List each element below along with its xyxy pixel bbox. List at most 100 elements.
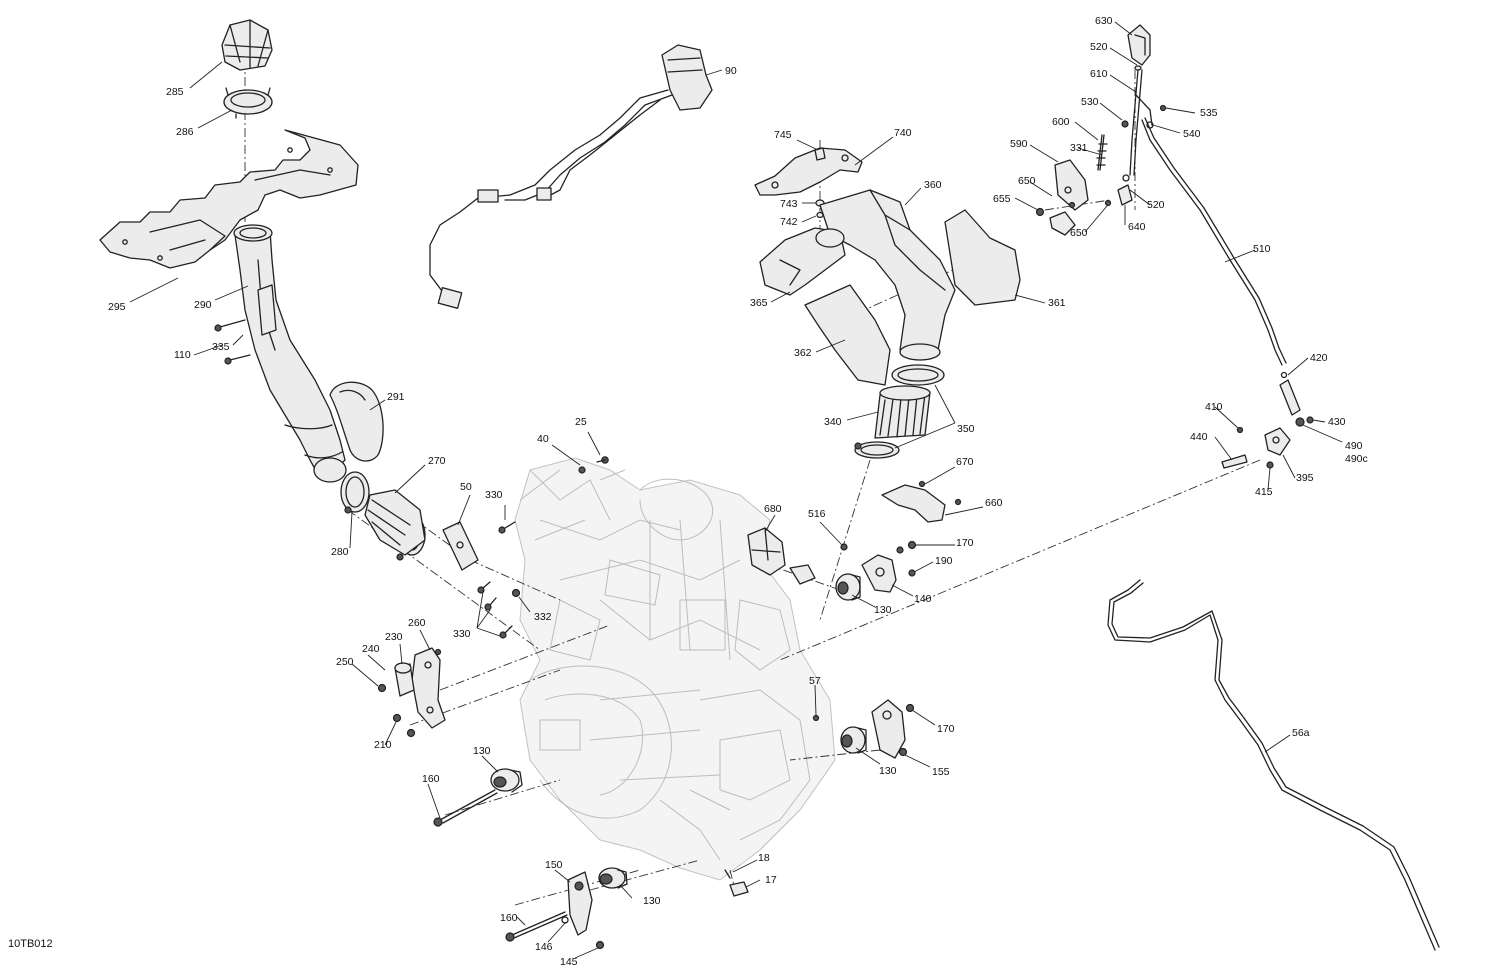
label-18: 18 [758, 852, 770, 864]
label-510: 510 [1253, 243, 1271, 255]
bracket-740 [754, 147, 863, 196]
wiring-harness-90 [429, 44, 713, 309]
vent-hose-56a [1107, 579, 1440, 951]
label-90: 90 [725, 65, 737, 77]
label-155: 155 [932, 766, 950, 778]
label-360: 360 [924, 179, 942, 191]
label-130a: 130 [473, 745, 491, 757]
label-490: 490 [1345, 440, 1363, 452]
label-610: 610 [1090, 68, 1108, 80]
label-190: 190 [935, 555, 953, 567]
drawing-reference-code: 10TB012 [8, 938, 53, 950]
clamp-350-upper [891, 364, 945, 386]
label-17: 17 [765, 874, 777, 886]
label-420: 420 [1310, 352, 1328, 364]
label-295: 295 [108, 301, 126, 313]
shifter-bracket-590 [1049, 159, 1089, 236]
label-745: 745 [774, 129, 792, 141]
boot-291 [329, 381, 384, 462]
label-40: 40 [537, 433, 549, 445]
mount-150-146 [561, 871, 605, 950]
label-520a: 520 [1090, 41, 1108, 53]
airbox-housing-360 [819, 189, 956, 361]
label-361: 361 [1048, 297, 1066, 309]
label-25: 25 [575, 416, 587, 428]
linkage-395-490 [1221, 416, 1314, 469]
label-270: 270 [428, 455, 446, 467]
mount-130-bottom [598, 867, 628, 889]
label-146: 146 [535, 941, 553, 953]
label-330: 330 [485, 489, 503, 501]
plug-17-18 [724, 714, 820, 897]
label-655: 655 [993, 193, 1011, 205]
clamp-286 [223, 87, 273, 119]
bolt-160-upper [433, 789, 498, 827]
mounting-plate-295 [99, 129, 359, 269]
label-440: 440 [1190, 431, 1208, 443]
bracket-680 [747, 527, 816, 585]
label-160a: 160 [422, 773, 440, 785]
label-56a: 56a [1292, 727, 1310, 739]
bolts-110-335 [214, 319, 251, 365]
mount-230-240 [394, 662, 415, 697]
bracket-260 [411, 647, 446, 729]
label-291: 291 [387, 391, 405, 403]
label-410: 410 [1205, 401, 1223, 413]
label-332: 332 [534, 611, 552, 623]
air-filter-340 [874, 385, 931, 439]
label-630: 630 [1095, 15, 1113, 27]
screws-25-40 [578, 456, 609, 474]
label-395: 395 [1296, 472, 1314, 484]
intake-cap-285 [221, 19, 273, 71]
clamp-350-lower [854, 441, 900, 459]
label-286: 286 [176, 126, 194, 138]
label-650a: 650 [1018, 175, 1036, 187]
label-240: 240 [362, 643, 380, 655]
label-680: 680 [764, 503, 782, 515]
label-540: 540 [1183, 128, 1201, 140]
label-170a: 170 [956, 537, 974, 549]
label-742: 742 [780, 216, 798, 228]
leader-lines [129, 21, 1343, 959]
label-743: 743 [780, 198, 798, 210]
screw-745 [814, 147, 826, 161]
label-260: 260 [408, 617, 426, 629]
label-140: 140 [914, 593, 932, 605]
shift-rod-510 [1141, 117, 1287, 366]
label-670: 670 [956, 456, 974, 468]
intake-adapter-270 [364, 489, 426, 556]
label-170b: 170 [937, 723, 955, 735]
spring-600-331 [1096, 134, 1108, 171]
label-660: 660 [985, 497, 1003, 509]
fasteners-170-190 [896, 540, 917, 577]
cover-361 [944, 209, 1021, 306]
shift-knob-630 [1127, 24, 1151, 66]
label-280: 280 [331, 546, 349, 558]
nuts-250-210 [377, 683, 416, 738]
intake-elbow-365 [759, 227, 846, 296]
label-362: 362 [794, 347, 812, 359]
label-50: 50 [460, 481, 472, 493]
label-415: 415 [1255, 486, 1273, 498]
label-600: 600 [1052, 116, 1070, 128]
label-331: 331 [1070, 142, 1088, 154]
bracket-155 [871, 699, 915, 759]
gasket-50 [442, 521, 479, 571]
label-130d: 130 [879, 765, 897, 777]
label-590: 590 [1010, 138, 1028, 150]
label-340: 340 [824, 416, 842, 428]
ball-joint-640 [1117, 174, 1133, 206]
shift-lever-610 [1129, 65, 1153, 176]
mount-130-right-lower [840, 726, 867, 754]
label-535: 535 [1200, 107, 1218, 119]
label-160b: 160 [500, 912, 518, 924]
sleeve-420 [1279, 371, 1301, 416]
mount-130-left [490, 768, 523, 793]
label-330b: 330 [453, 628, 471, 640]
label-290: 290 [194, 299, 212, 311]
label-110: 110 [174, 349, 191, 361]
label-145: 145 [560, 956, 578, 968]
cover-362 [804, 284, 891, 386]
